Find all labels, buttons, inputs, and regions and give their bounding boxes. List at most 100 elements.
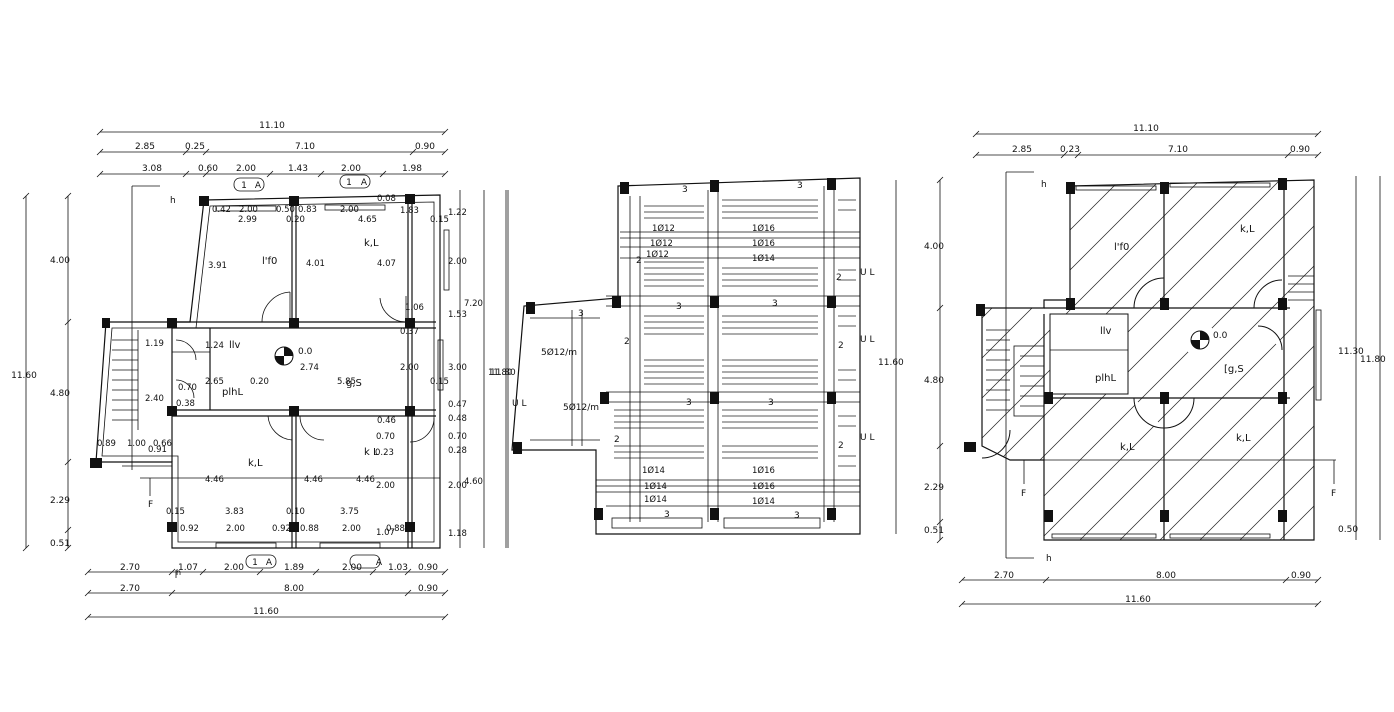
inner-dim: 0.89 (97, 439, 116, 449)
rebar-label: 1Ø14 (644, 494, 667, 505)
rebar-label: 1Ø16 (752, 465, 775, 476)
inner-dim: 0.10 (286, 507, 305, 517)
dim-bottom-3-0: 11.60 (253, 607, 279, 617)
slab-mark: 2 (836, 273, 842, 283)
section-h-bottom: h (176, 568, 181, 577)
inner-dim: 0.42 (212, 205, 231, 215)
inner-dim: 4.07 (377, 259, 396, 269)
dim-right-2: 7.20 (464, 299, 483, 309)
rebar-label: 1Ø16 (752, 238, 775, 249)
inner-dim: 0.70 (376, 432, 395, 442)
room-label-kl-3: k L (364, 447, 379, 458)
section-tag-num-2: 1 (346, 178, 352, 188)
slab-mark: 3 (578, 309, 584, 319)
slab-mark-rebar: 5Ø12/m (563, 402, 599, 413)
dim-bottom-1-0: 2.70 (994, 571, 1014, 581)
inner-dim: 0.15 (166, 507, 185, 517)
inner-dim: 4.65 (358, 215, 377, 225)
dim-bottom-2-0: 11.60 (1125, 595, 1151, 605)
inner-dim: 2.00 (226, 524, 245, 534)
inner-dim: 0.46 (377, 416, 396, 426)
dim-top-3-1: 0.60 (198, 164, 218, 174)
dim-top-2-1: 0.25 (185, 142, 205, 152)
rebar-label: 1Ø14 (642, 465, 665, 476)
inner-dim: 2.74 (300, 363, 319, 373)
dim-top-1-0: 11.10 (259, 121, 285, 131)
hatched-bottom-dimensions: 2.70 8.00 0.90 11.60 (958, 571, 1322, 608)
dim-top-2-0: 2.85 (135, 142, 155, 152)
room-label-kl: k,L (364, 238, 379, 249)
structural-columns (513, 178, 836, 520)
level-value: 0.0 (1213, 331, 1228, 341)
plan-architectural: 11.10 2.85 0.25 7.10 0.90 3.08 0.60 2.00… (11, 121, 512, 621)
inner-dim: 1.83 (400, 206, 419, 216)
dim-right-8: 0.70 (448, 432, 467, 442)
dim-right-4: 3.00 (448, 363, 467, 373)
rebar-labels: 1Ø12 1Ø12 1Ø12 1Ø16 1Ø16 1Ø14 1Ø14 1Ø14 … (642, 223, 775, 507)
inner-dim: 3.83 (225, 507, 244, 517)
inner-dim: 2.00 (239, 205, 258, 215)
room-label-kl-2: k,L (1120, 442, 1135, 453)
structural-height-right: 11.60 (878, 358, 904, 368)
inner-dim: 0.20 (250, 377, 269, 387)
dim-top-1-0: 11.10 (1133, 124, 1159, 134)
dim-bottom-1-1: 8.00 (1156, 571, 1176, 581)
dim-bottom-1-3: 1.89 (284, 563, 304, 573)
dim-bottom-1-5: 1.03 (388, 563, 408, 573)
inner-dim: 2.00 (342, 524, 361, 534)
room-label-plhl: plhL (222, 387, 243, 398)
slab-mark: 3 (682, 185, 688, 195)
dim-right-0: 11.30 (1338, 347, 1364, 357)
section-h: h (1041, 180, 1047, 190)
dim-left-1: 4.80 (924, 376, 944, 386)
inner-dim: 1.00 (127, 439, 146, 449)
level-marker: 0.0 (274, 346, 313, 366)
room-label-gs: [g,S (1224, 364, 1244, 375)
section-h: h (170, 196, 176, 206)
dim-top-2-0: 2.85 (1012, 145, 1032, 155)
room-label-kl-3: k,L (1236, 433, 1251, 444)
room-label-kl: k,L (1240, 224, 1255, 235)
inner-dim: 2.99 (238, 215, 257, 225)
dim-right-12: 1.18 (448, 529, 467, 539)
dim-left-0: 4.00 (924, 242, 944, 252)
section-h-bottom: h (1046, 554, 1052, 564)
dim-right-5: 11.80 (488, 368, 512, 378)
plan-hatched: l'f0 k,L llv plhL [g,S k,L k,L 0.0 h h F (924, 124, 1386, 608)
inner-dim: 4.01 (306, 259, 325, 269)
structural-height-left: 11.80 (490, 368, 516, 378)
inner-dim: 0.37 (400, 327, 419, 337)
inner-dim: 0.08 (377, 194, 396, 204)
inner-dim: 0.50 (276, 205, 295, 215)
inner-dim: 3.75 (340, 507, 359, 517)
dim-top-2-3: 0.90 (1290, 145, 1310, 155)
slab-mark: 3 (768, 398, 774, 408)
dim-right-1: 11.80 (1360, 355, 1386, 365)
dim-top-2-1: 0.23 (1060, 145, 1080, 155)
dim-top-2-2: 7.10 (295, 142, 315, 152)
dim-top-3-4: 2.00 (341, 164, 361, 174)
slab-mark-ul: U L (860, 335, 874, 345)
slab-mark: 2 (624, 337, 630, 347)
dim-right-11: 4.60 (464, 477, 483, 487)
columns (90, 194, 415, 532)
dim-left-3: 0.51 (50, 539, 70, 549)
rebar-label: 1Ø14 (752, 253, 775, 264)
inner-dim: 2.00 (400, 363, 419, 373)
dim-left-2: 2.29 (924, 483, 944, 493)
slab-mark-ul: U L (860, 268, 874, 278)
rebar-lines (596, 231, 860, 493)
section-tag-letter-4: A (376, 558, 383, 568)
left-dimensions: 11.60 4.00 4.80 2.29 0.51 (11, 192, 72, 552)
inner-dim: 2.40 (145, 394, 164, 404)
inner-dim: 2.00 (340, 205, 359, 215)
dim-left-3: 0.51 (924, 526, 944, 536)
slab-mark-ul: U L (512, 399, 526, 409)
dim-top-3-2: 2.00 (236, 164, 256, 174)
section-f-right: F (1331, 489, 1336, 499)
rebar-label: 1Ø14 (752, 496, 775, 507)
inner-dim: 4.46 (304, 475, 323, 485)
dim-bottom-1-0: 2.70 (120, 563, 140, 573)
slab-mark-ul: U L (860, 433, 874, 443)
dim-top-3-5: 1.98 (402, 164, 422, 174)
